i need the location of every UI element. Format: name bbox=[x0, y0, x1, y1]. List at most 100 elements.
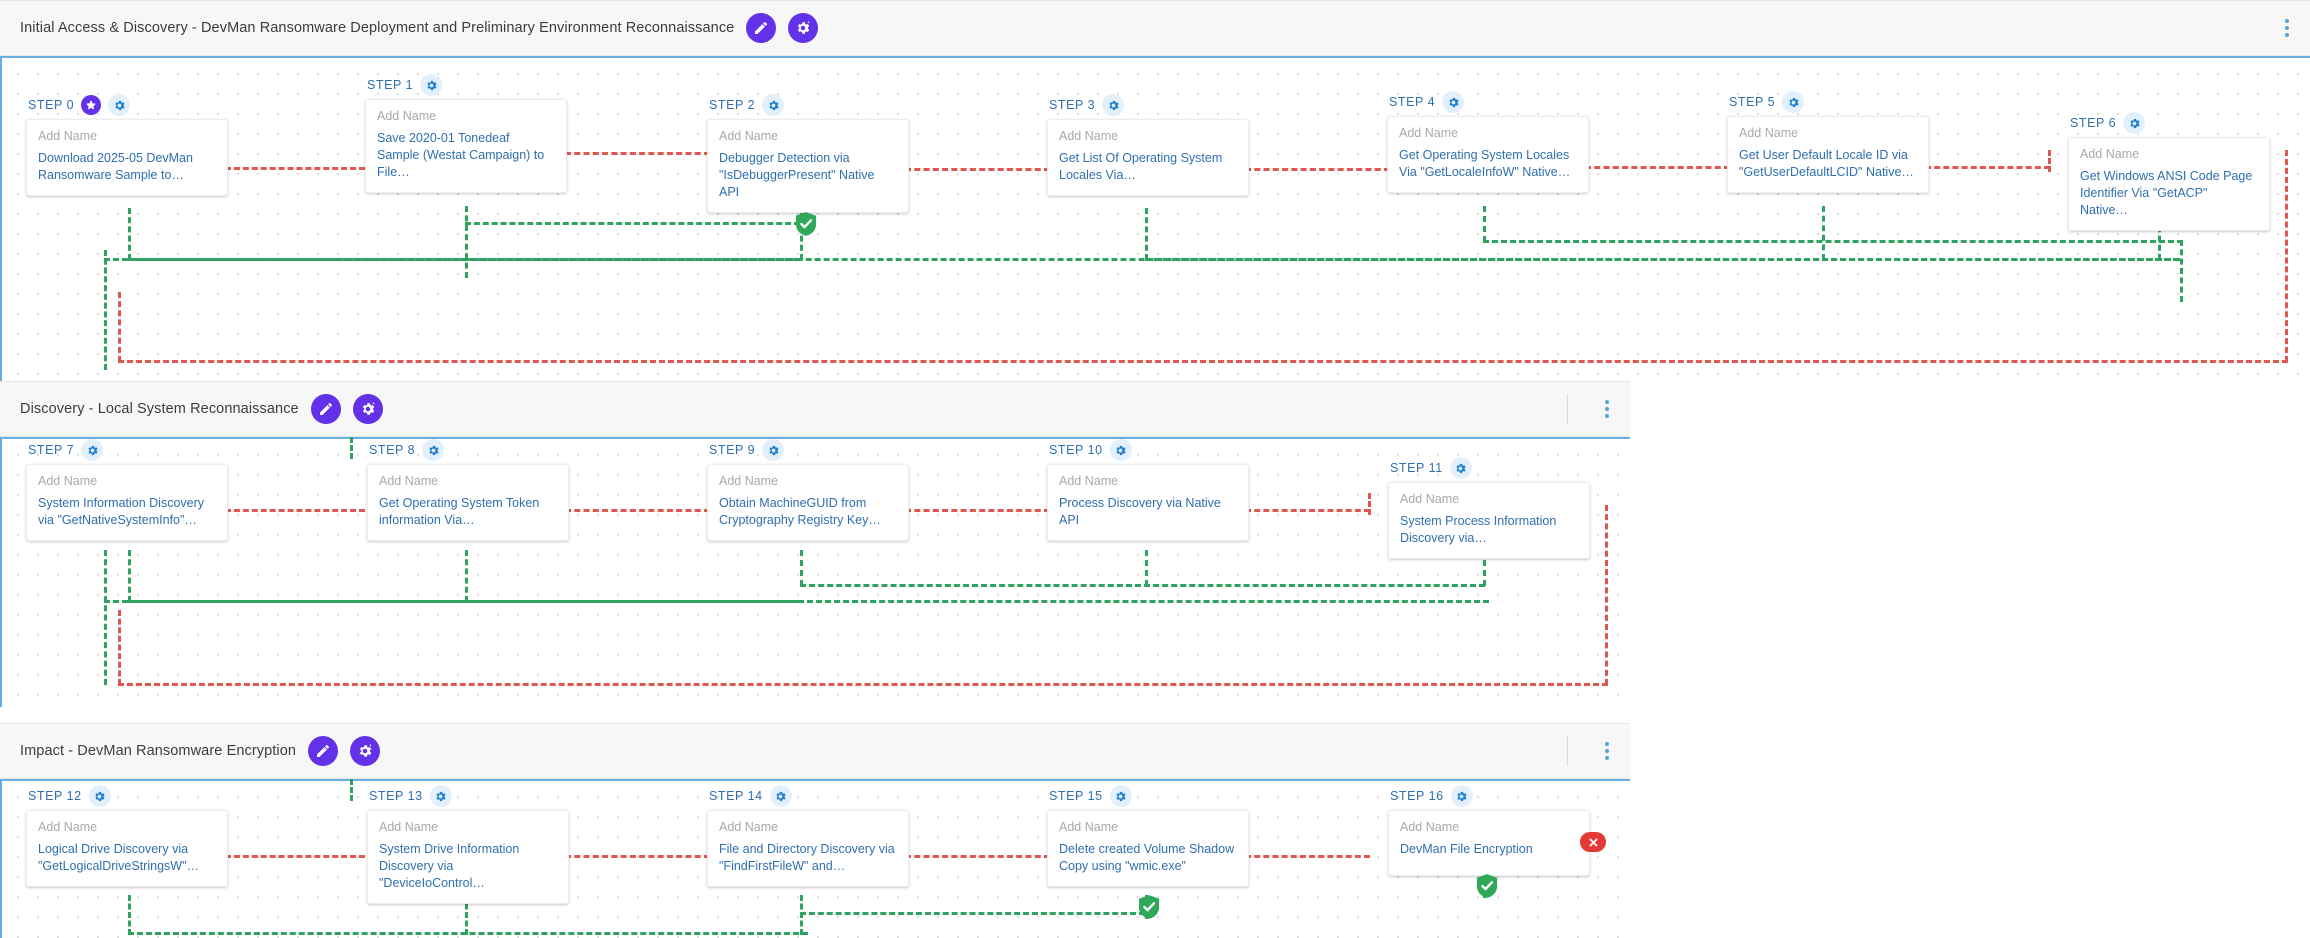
step-node-10[interactable]: STEP 10 Add Name Process Discovery via N… bbox=[1047, 439, 1249, 541]
step-name-placeholder[interactable]: Add Name bbox=[2080, 147, 2140, 161]
step-name-placeholder[interactable]: Add Name bbox=[379, 474, 439, 488]
step-card[interactable]: Add Name System Drive Information Discov… bbox=[367, 810, 569, 904]
connector-red bbox=[565, 509, 710, 512]
ai-generate-section-button[interactable] bbox=[788, 13, 819, 43]
step-settings-button[interactable] bbox=[1782, 91, 1805, 113]
step-card[interactable]: Add Name Logical Drive Discovery via "Ge… bbox=[26, 810, 228, 887]
connector-green bbox=[465, 222, 800, 225]
step-card[interactable]: Add Name File and Directory Discovery vi… bbox=[707, 810, 909, 887]
section-actions-right bbox=[2272, 1, 2302, 55]
step-node-0[interactable]: STEP 0 Add Name Download 2025-05 DevMan … bbox=[26, 94, 228, 196]
step-card[interactable]: Add Name Download 2025-05 DevMan Ransomw… bbox=[26, 119, 228, 196]
step-card[interactable]: Add Name Obtain MachineGUID from Cryptog… bbox=[707, 464, 909, 541]
step-node-16[interactable]: STEP 16 Add Name DevMan File Encryption bbox=[1388, 785, 1590, 876]
step-settings-button[interactable] bbox=[1450, 785, 1473, 807]
step-settings-button[interactable] bbox=[429, 785, 452, 807]
step-node-7[interactable]: STEP 7 Add Name System Information Disco… bbox=[26, 439, 228, 541]
step-settings-button[interactable] bbox=[1449, 457, 1472, 479]
edit-section-button[interactable] bbox=[310, 394, 341, 424]
step-node-1[interactable]: STEP 1 Add Name Save 2020-01 Tonedeaf Sa… bbox=[365, 74, 567, 193]
gear-icon bbox=[115, 100, 125, 110]
gear-icon bbox=[95, 791, 105, 801]
step-name-placeholder[interactable]: Add Name bbox=[377, 109, 437, 123]
step-card[interactable]: Add Name Delete created Volume Shadow Co… bbox=[1047, 810, 1249, 887]
step-label: STEP 7 bbox=[28, 443, 75, 457]
step-card[interactable]: Add Name System Process Information Disc… bbox=[1388, 482, 1590, 559]
step-settings-button[interactable] bbox=[108, 94, 131, 116]
step-node-13[interactable]: STEP 13 Add Name System Drive Informatio… bbox=[367, 785, 569, 904]
circle-x-icon bbox=[1589, 838, 1597, 846]
step-name-placeholder[interactable]: Add Name bbox=[1739, 126, 1799, 140]
step-card[interactable]: Add Name Get List Of Operating System Lo… bbox=[1047, 119, 1249, 196]
step-description: System Information Discovery via "GetNat… bbox=[38, 496, 205, 527]
step-card[interactable]: Add Name Get Windows ANSI Code Page Iden… bbox=[2068, 137, 2270, 231]
step-name-placeholder[interactable]: Add Name bbox=[1399, 126, 1459, 140]
step-settings-button[interactable] bbox=[2123, 112, 2146, 134]
step-node-14[interactable]: STEP 14 Add Name File and Directory Disc… bbox=[707, 785, 909, 887]
step-name-placeholder[interactable]: Add Name bbox=[1059, 129, 1119, 143]
step-card[interactable]: Add Name Process Discovery via Native AP… bbox=[1047, 464, 1249, 541]
connector-red bbox=[1245, 168, 1390, 171]
step-name-placeholder[interactable]: Add Name bbox=[38, 129, 98, 143]
step-settings-button[interactable] bbox=[769, 785, 792, 807]
step-description: Download 2025-05 DevMan Ransomware Sampl… bbox=[38, 151, 193, 182]
step-settings-button[interactable] bbox=[81, 439, 104, 461]
step-card[interactable]: Add Name Get Operating System Token info… bbox=[367, 464, 569, 541]
step-name-placeholder[interactable]: Add Name bbox=[1400, 820, 1460, 834]
step-label: STEP 9 bbox=[709, 443, 756, 457]
section-menu-button[interactable] bbox=[2272, 13, 2302, 43]
step-settings-button[interactable] bbox=[1442, 91, 1465, 113]
step-settings-button[interactable] bbox=[1109, 439, 1132, 461]
step-node-9[interactable]: STEP 9 Add Name Obtain MachineGUID from … bbox=[707, 439, 909, 541]
step-node-15[interactable]: STEP 15 Add Name Delete created Volume S… bbox=[1047, 785, 1249, 887]
step-name-placeholder[interactable]: Add Name bbox=[1059, 474, 1119, 488]
step-name-placeholder[interactable]: Add Name bbox=[1400, 492, 1460, 506]
section-menu-button[interactable] bbox=[1592, 736, 1622, 766]
status-badge-failure bbox=[1580, 832, 1606, 852]
connector-green bbox=[465, 550, 468, 602]
step-node-12[interactable]: STEP 12 Add Name Logical Drive Discovery… bbox=[26, 785, 228, 887]
step-name-placeholder[interactable]: Add Name bbox=[719, 474, 779, 488]
step-settings-button[interactable] bbox=[420, 74, 443, 96]
step-name-placeholder[interactable]: Add Name bbox=[719, 129, 779, 143]
ai-generate-section-button[interactable] bbox=[350, 736, 381, 766]
edit-section-button[interactable] bbox=[746, 13, 777, 43]
status-badge-success bbox=[1138, 895, 1160, 919]
step-card[interactable]: Add Name Save 2020-01 Tonedeaf Sample (W… bbox=[365, 99, 567, 193]
step-label: STEP 15 bbox=[1049, 789, 1103, 803]
step-settings-button[interactable] bbox=[762, 439, 785, 461]
step-node-3[interactable]: STEP 3 Add Name Get List Of Operating Sy… bbox=[1047, 94, 1249, 196]
step-node-2[interactable]: STEP 2 Add Name Debugger Detection via "… bbox=[707, 94, 909, 213]
step-name-placeholder[interactable]: Add Name bbox=[1059, 820, 1119, 834]
step-card[interactable]: Add Name Get User Default Locale ID via … bbox=[1727, 116, 1929, 193]
step-header: STEP 8 bbox=[367, 439, 569, 461]
connector-red bbox=[1245, 855, 1370, 858]
step-name-placeholder[interactable]: Add Name bbox=[719, 820, 779, 834]
step-settings-button[interactable] bbox=[762, 94, 785, 116]
ai-generate-section-button[interactable] bbox=[352, 394, 383, 424]
step-name-placeholder[interactable]: Add Name bbox=[379, 820, 439, 834]
step-label: STEP 6 bbox=[2070, 116, 2117, 130]
gear-icon bbox=[436, 791, 446, 801]
step-card[interactable]: Add Name Debugger Detection via "IsDebug… bbox=[707, 119, 909, 213]
step-node-5[interactable]: STEP 5 Add Name Get User Default Locale … bbox=[1727, 91, 1929, 193]
step-card[interactable]: Add Name System Information Discovery vi… bbox=[26, 464, 228, 541]
step-card[interactable]: Add Name Get Operating System Locales Vi… bbox=[1387, 116, 1589, 193]
step-name-placeholder[interactable]: Add Name bbox=[38, 820, 98, 834]
connector-green bbox=[800, 912, 1145, 915]
step-settings-button[interactable] bbox=[88, 785, 111, 807]
edit-section-button[interactable] bbox=[308, 736, 339, 766]
step-settings-button[interactable] bbox=[1109, 785, 1132, 807]
step-node-6[interactable]: STEP 6 Add Name Get Windows ANSI Code Pa… bbox=[2068, 112, 2270, 231]
step-node-11[interactable]: STEP 11 Add Name System Process Informat… bbox=[1388, 457, 1590, 559]
step-settings-button[interactable] bbox=[422, 439, 445, 461]
step-card[interactable]: Add Name DevMan File Encryption bbox=[1388, 810, 1590, 876]
step-node-4[interactable]: STEP 4 Add Name Get Operating System Loc… bbox=[1387, 91, 1589, 193]
step-node-8[interactable]: STEP 8 Add Name Get Operating System Tok… bbox=[367, 439, 569, 541]
step-name-placeholder[interactable]: Add Name bbox=[38, 474, 98, 488]
step-settings-button[interactable] bbox=[1102, 94, 1125, 116]
step-description: Get Operating System Token information V… bbox=[379, 496, 540, 527]
step-label: STEP 14 bbox=[709, 789, 763, 803]
section-menu-button[interactable] bbox=[1592, 394, 1622, 424]
section-header-impact: Impact - DevMan Ransomware Encryption bbox=[0, 723, 1630, 779]
